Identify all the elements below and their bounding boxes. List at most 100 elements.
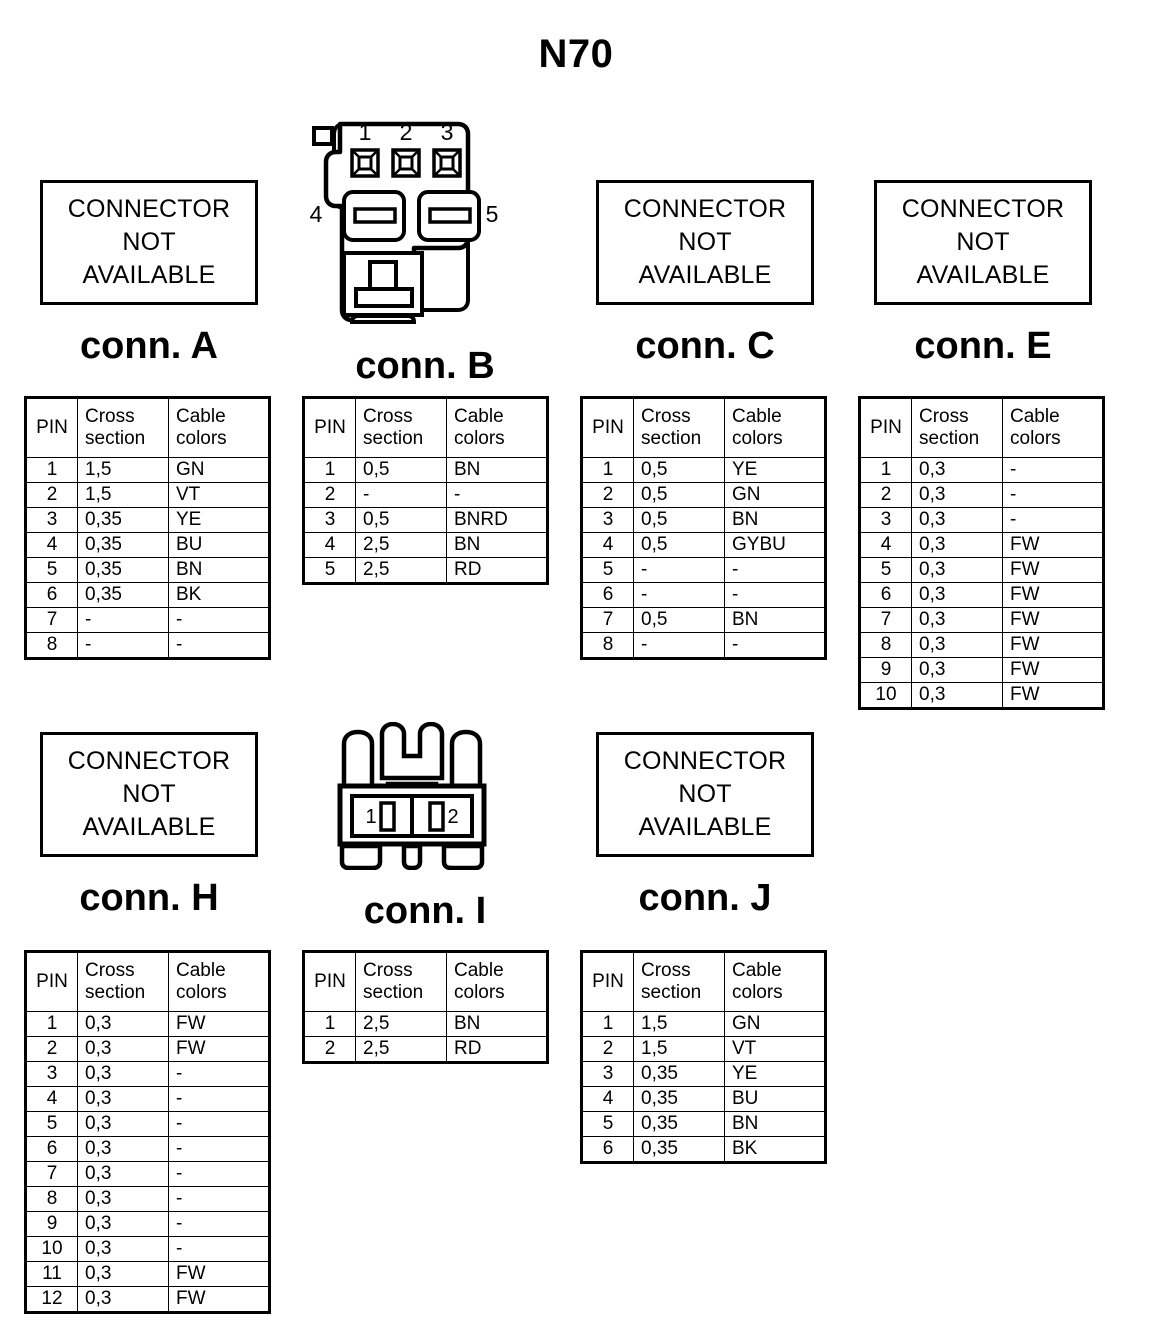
connector-not-available-box-A: CONNECTOR NOT AVAILABLE: [40, 180, 258, 305]
cell-pin: 5: [581, 557, 634, 583]
na-line-3: AVAILABLE: [82, 813, 216, 841]
header-cross-line1: Cross: [919, 405, 969, 427]
cell-cable-color: BN: [724, 607, 826, 633]
cell-pin: 7: [25, 1161, 78, 1187]
cell-cross-section: 1,5: [77, 457, 169, 483]
cell-cable-color: YE: [724, 457, 826, 483]
cell-cross-section: 0,3: [911, 482, 1003, 508]
cell-pin: 8: [581, 632, 634, 659]
header-pin: PIN: [581, 397, 634, 458]
cell-cross-section: 0,3: [77, 1161, 169, 1187]
cell-cable-color: -: [168, 1086, 270, 1112]
na-line-2: NOT: [122, 780, 176, 808]
cell-cross-section: 0,5: [633, 507, 725, 533]
na-line-3: AVAILABLE: [638, 813, 772, 841]
connector-label-C: conn. C: [635, 325, 775, 367]
cell-cross-section: 0,3: [911, 607, 1003, 633]
cell-pin: 5: [303, 557, 356, 584]
cell-cross-section: -: [355, 482, 447, 508]
cell-cross-section: 0,3: [911, 457, 1003, 483]
header-cross-line2: section: [641, 982, 702, 1003]
cell-cross-section: 0,3: [911, 632, 1003, 658]
cell-cross-section: 1,5: [77, 482, 169, 508]
cell-pin: 4: [581, 1086, 634, 1112]
cell-cable-color: FW: [1002, 532, 1104, 558]
connector-i-svg: 1 2: [337, 722, 487, 870]
cell-cable-color: BN: [446, 1011, 548, 1037]
cell-pin: 6: [25, 1136, 78, 1162]
cell-pin: 3: [581, 507, 634, 533]
header-cross-line1: Cross: [363, 959, 413, 981]
cell-pin: 1: [25, 457, 78, 483]
header-colors-line2: colors: [1010, 428, 1061, 449]
cell-cross-section: 0,5: [633, 457, 725, 483]
cell-cross-section: 2,5: [355, 1036, 447, 1063]
header-colors-line1: Cable: [454, 405, 504, 427]
cell-pin: 3: [25, 507, 78, 533]
connector-label-A: conn. A: [80, 325, 218, 367]
cell-cable-color: FW: [168, 1286, 270, 1313]
na-line-2: NOT: [678, 228, 732, 256]
cavity-number-1: 1: [365, 806, 376, 828]
header-pin: PIN: [581, 951, 634, 1012]
header-cross-line2: section: [85, 428, 146, 449]
cell-cross-section: 2,5: [355, 1011, 447, 1037]
cell-cross-section: 0,3: [77, 1011, 169, 1037]
cell-cable-color: -: [1002, 507, 1104, 533]
cell-cross-section: -: [77, 607, 169, 633]
na-line-3: AVAILABLE: [638, 261, 772, 289]
cell-pin: 4: [859, 532, 912, 558]
na-line-2: NOT: [956, 228, 1010, 256]
cell-pin: 1: [581, 457, 634, 483]
cell-cross-section: 0,3: [911, 657, 1003, 683]
cell-cross-section: 0,35: [633, 1086, 725, 1112]
cell-pin: 10: [25, 1236, 78, 1262]
cell-pin: 5: [581, 1111, 634, 1137]
cell-pin: 4: [25, 1086, 78, 1112]
header-colors-line2: colors: [732, 428, 783, 449]
cell-cross-section: 2,5: [355, 557, 447, 584]
header-colors-line2: colors: [732, 982, 783, 1003]
cell-cable-color: -: [168, 1136, 270, 1162]
connector-block-A: CONNECTOR NOT AVAILABLE conn. A: [24, 180, 274, 368]
cell-pin: 4: [581, 532, 634, 558]
cell-cable-color: GYBU: [724, 532, 826, 558]
table-row: 5--: [581, 557, 826, 583]
pin-number-4: 4: [310, 201, 323, 227]
connector-not-available-box-E: CONNECTOR NOT AVAILABLE: [874, 180, 1092, 305]
header-colors-line1: Cable: [1010, 405, 1060, 427]
header-cross-line1: Cross: [363, 405, 413, 427]
cell-cable-color: BU: [168, 532, 270, 558]
cell-cross-section: 0,3: [911, 557, 1003, 583]
connector-not-available-box-C: CONNECTOR NOT AVAILABLE: [596, 180, 814, 305]
cell-cable-color: FW: [1002, 632, 1104, 658]
cell-cross-section: 0,3: [77, 1111, 169, 1137]
cell-pin: 7: [581, 607, 634, 633]
na-line-3: AVAILABLE: [916, 261, 1050, 289]
cell-cross-section: 0,3: [77, 1236, 169, 1262]
